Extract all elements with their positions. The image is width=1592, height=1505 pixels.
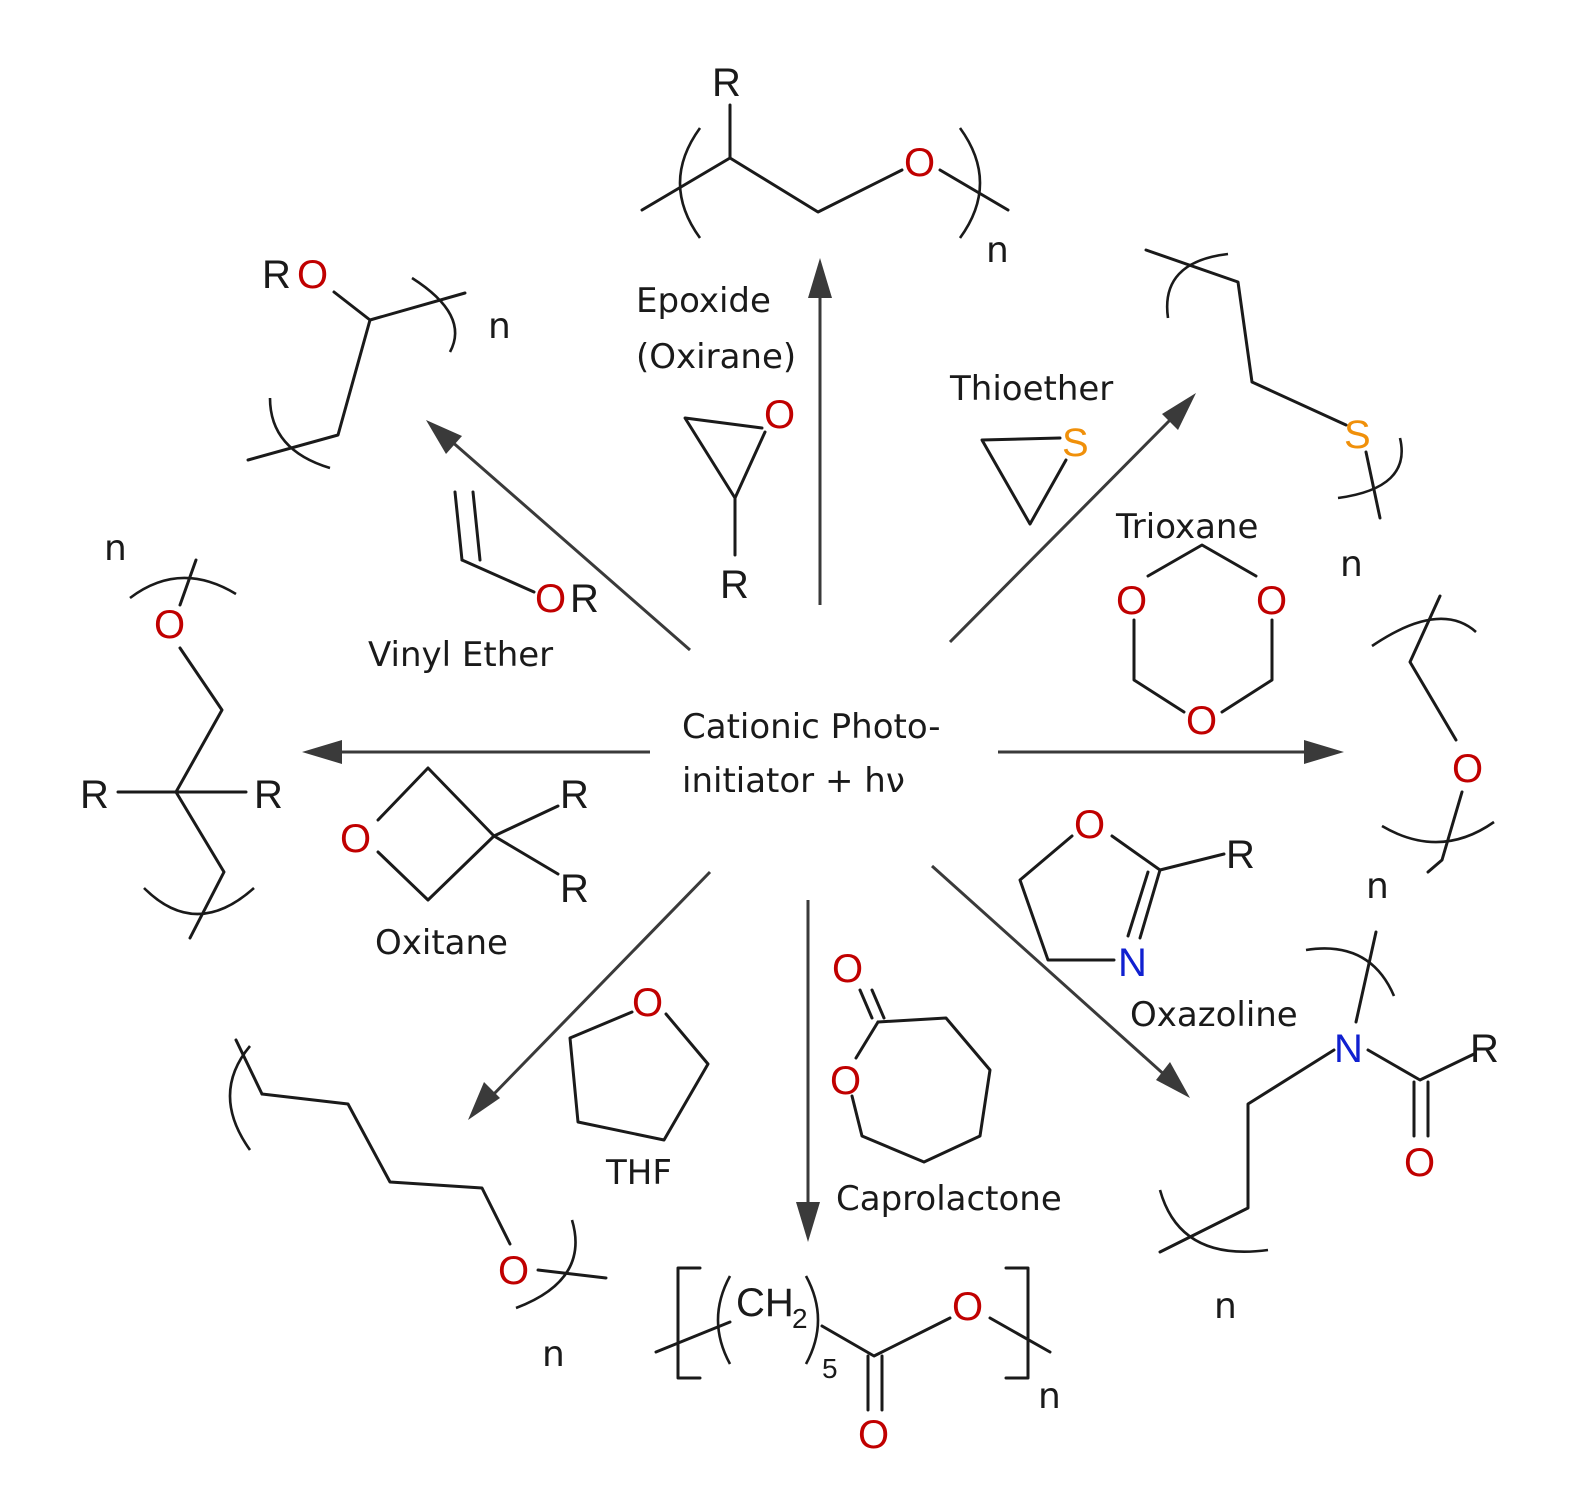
trioxane-oxygen-3: O xyxy=(1186,699,1217,743)
arrow-thf xyxy=(468,870,712,1120)
polyepoxide-oxygen: O xyxy=(904,141,935,185)
epoxide-r-group: R xyxy=(720,563,749,607)
polycaprolactone-structure: CH 2 O O 5 n xyxy=(654,1266,1061,1457)
polyoxazoline-r-group: R xyxy=(1470,1027,1499,1071)
arrow-epoxide xyxy=(808,258,832,605)
thf-monomer: O THF xyxy=(568,981,710,1193)
polyvinylether-r-group: R xyxy=(262,253,291,297)
polycaprolactone-repeat-5: 5 xyxy=(822,1353,838,1384)
oxitane-name: Oxitane xyxy=(375,923,508,963)
oxazoline-r-group: R xyxy=(1226,833,1255,877)
polythf-structure: O n xyxy=(228,1038,608,1375)
thioether-monomer: Thioether S xyxy=(949,369,1113,526)
polyoxazoline-nitrogen: N xyxy=(1334,1027,1363,1071)
thf-name: THF xyxy=(605,1153,672,1193)
vinyl-ether-r-group: R xyxy=(570,577,599,621)
polyoxetane-r-group-right: R xyxy=(254,773,283,817)
arrow-vinyl-ether xyxy=(426,420,691,652)
trioxane-name: Trioxane xyxy=(1115,507,1258,547)
trioxane-oxygen-2: O xyxy=(1256,579,1287,623)
trioxane-monomer: Trioxane O O O xyxy=(1115,507,1287,743)
polyoxazoline-repeat-n: n xyxy=(1214,1286,1237,1327)
polyoxetane-r-group-left: R xyxy=(80,773,109,817)
polyoxymethylene-repeat-n: n xyxy=(1366,866,1389,907)
thioether-sulfur: S xyxy=(1062,421,1089,465)
caprolactone-monomer: O O Caprolactone xyxy=(830,947,1062,1219)
oxitane-oxygen: O xyxy=(340,817,371,861)
epoxide-oxygen: O xyxy=(764,393,795,437)
polycaprolactone-ch2-subscript: 2 xyxy=(792,1303,808,1334)
thioether-name: Thioether xyxy=(949,369,1113,409)
polycaprolactone-repeat-n: n xyxy=(1038,1376,1061,1417)
polyoxymethylene-oxygen: O xyxy=(1452,747,1483,791)
trioxane-oxygen-1: O xyxy=(1116,579,1147,623)
polythioether-structure: S n xyxy=(1144,248,1403,585)
center-label: Cationic Photo- initiator + hν xyxy=(682,707,941,801)
polythioether-sulfur: S xyxy=(1344,413,1371,457)
polythioether-repeat-n: n xyxy=(1340,544,1363,585)
caprolactone-ring-oxygen: O xyxy=(830,1059,861,1103)
center-label-line2: initiator + hν xyxy=(682,761,905,801)
oxitane-r-group-2: R xyxy=(560,867,589,911)
polyoxetane-structure: n O R R xyxy=(80,528,283,940)
polyoxetane-oxygen: O xyxy=(154,603,185,647)
thf-oxygen: O xyxy=(632,981,663,1025)
oxazoline-name: Oxazoline xyxy=(1130,995,1298,1035)
polyoxazoline-oxygen: O xyxy=(1404,1141,1435,1185)
arrow-trioxane xyxy=(998,740,1344,764)
polyoxetane-repeat-n: n xyxy=(104,528,127,569)
center-label-line1: Cationic Photo- xyxy=(682,707,941,747)
polythf-oxygen: O xyxy=(498,1249,529,1293)
vinyl-ether-oxygen: O xyxy=(535,577,566,621)
polyvinylether-repeat-n: n xyxy=(488,306,511,347)
polyepoxide-structure: R O n xyxy=(640,61,1010,271)
arrow-caprolactone xyxy=(796,900,820,1242)
polyoxymethylene-structure: O n xyxy=(1366,594,1495,907)
polyepoxide-repeat-n: n xyxy=(986,230,1009,271)
oxazoline-oxygen: O xyxy=(1074,803,1105,847)
arrow-thioether xyxy=(948,393,1196,644)
polyvinylether-structure: R O n xyxy=(246,253,511,470)
epoxide-name-line1: Epoxide xyxy=(636,281,771,321)
oxitane-r-group-1: R xyxy=(560,773,589,817)
caprolactone-carbonyl-oxygen: O xyxy=(832,947,863,991)
polyepoxide-r-group: R xyxy=(712,61,741,105)
arrow-oxitane xyxy=(302,740,650,764)
polyvinylether-oxygen: O xyxy=(297,253,328,297)
oxazoline-nitrogen: N xyxy=(1118,941,1147,985)
polycaprolactone-ch2: CH xyxy=(736,1281,794,1325)
caprolactone-name: Caprolactone xyxy=(836,1179,1062,1219)
polycaprolactone-carbonyl-oxygen: O xyxy=(858,1413,889,1457)
arrow-oxazoline xyxy=(930,864,1190,1098)
oxazoline-monomer: O N R Oxazoline xyxy=(1018,803,1298,1035)
polyoxazoline-structure: N R O n xyxy=(1158,930,1499,1327)
polycaprolactone-ester-oxygen: O xyxy=(952,1285,983,1329)
vinyl-ether-name: Vinyl Ether xyxy=(368,635,553,675)
polythf-repeat-n: n xyxy=(542,1334,565,1375)
vinyl-ether-monomer: O R Vinyl Ether xyxy=(368,490,599,675)
reaction-arrows xyxy=(302,258,1344,1242)
epoxide-name-line2: (Oxirane) xyxy=(636,337,796,377)
epoxide-monomer: Epoxide (Oxirane) O R xyxy=(636,281,796,607)
oxitane-monomer: O R R Oxitane xyxy=(340,766,589,963)
